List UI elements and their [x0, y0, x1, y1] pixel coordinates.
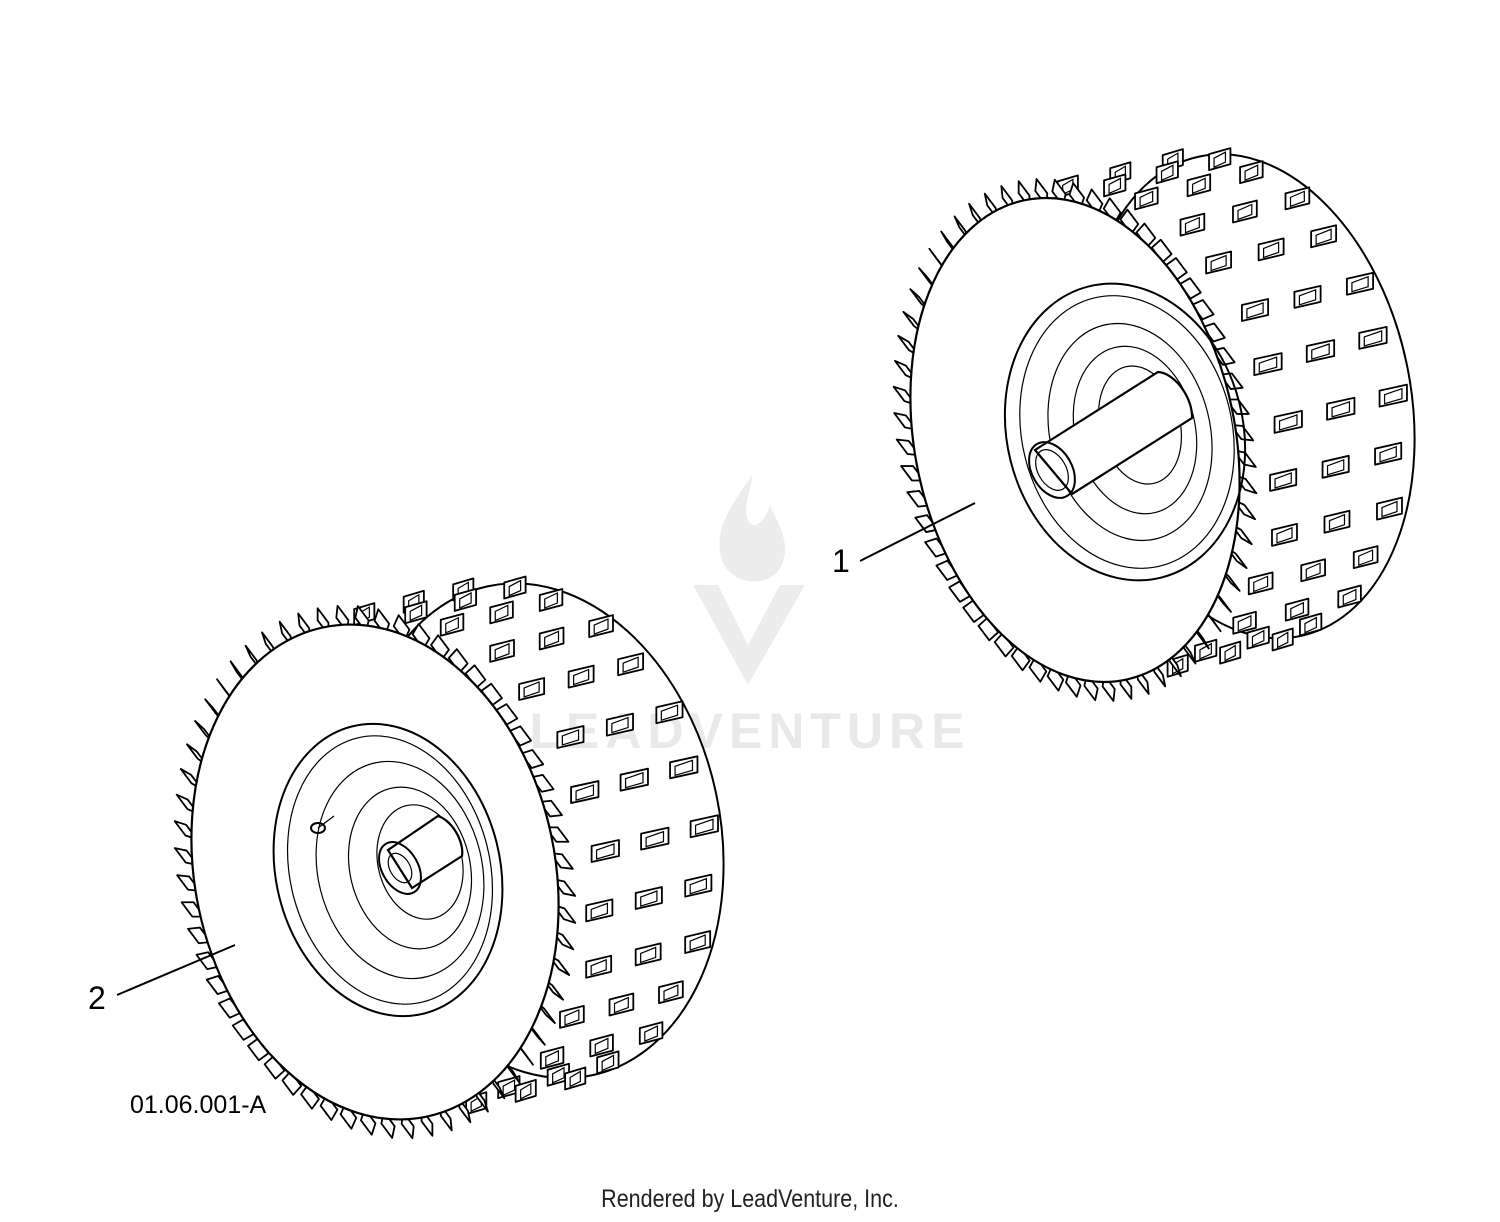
callout-1: 1: [832, 502, 976, 579]
wheel-2-valve-stem: [310, 815, 335, 834]
wheel-1-with-axle: [892, 147, 1416, 702]
wheel-2-rim: [272, 722, 504, 1018]
drawing-code: 01.06.001-A: [130, 1091, 267, 1119]
footer-credit: Rendered by LeadVenture, Inc.: [601, 1185, 899, 1213]
wheel-2-with-hub: [173, 575, 725, 1140]
leader-line-2: [116, 944, 236, 996]
callout-2: 2: [88, 944, 236, 1016]
wheel-1-rim: [1003, 282, 1247, 582]
leader-line-1: [859, 502, 976, 562]
wheel-2-sidewall: [190, 623, 560, 1121]
watermark-text: LEADVENTURE: [529, 703, 970, 759]
wheel-1-axle-shaft: [1028, 370, 1194, 499]
watermark-logo: LEADVENTURE: [529, 475, 970, 759]
callout-1-label: 1: [832, 543, 850, 579]
wheel-2-hub: [378, 814, 464, 895]
callout-2-label: 2: [88, 980, 106, 1016]
flame-icon: [719, 475, 786, 582]
v-mark-icon: [693, 585, 805, 685]
